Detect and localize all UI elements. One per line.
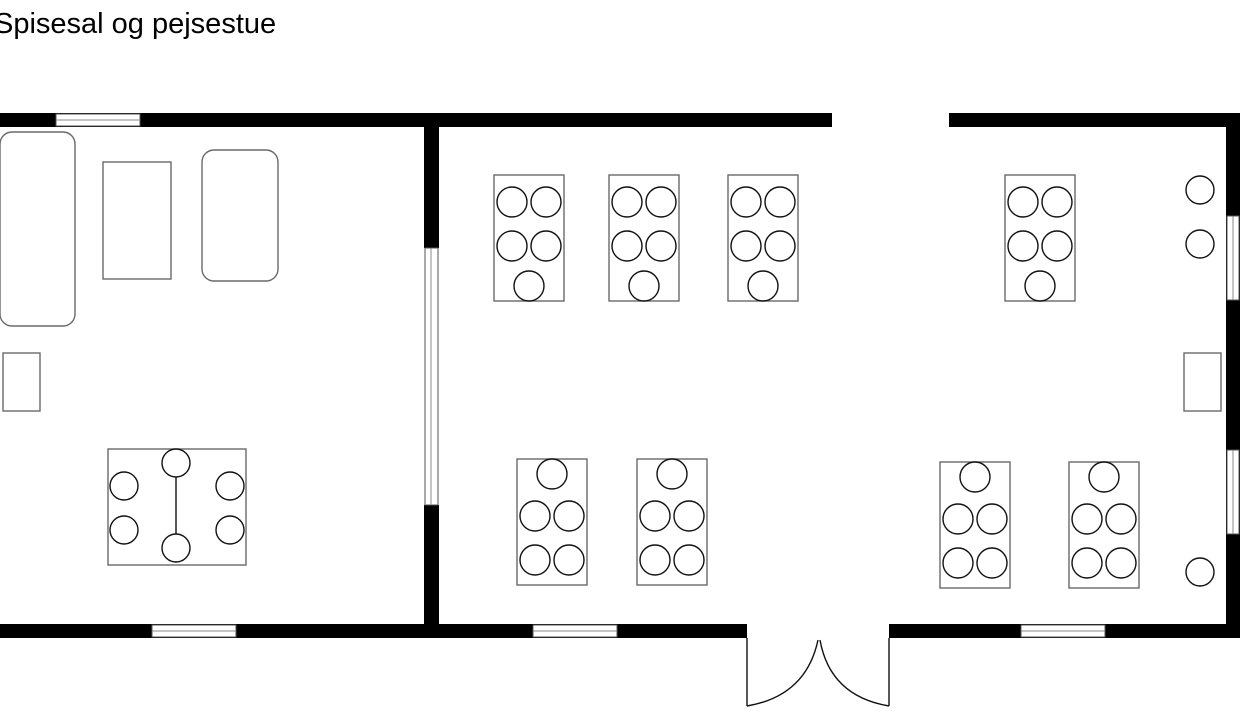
chair: [496, 230, 528, 262]
partition-wall-upper: [424, 113, 439, 248]
windows: [55, 113, 1240, 638]
chair: [764, 230, 796, 262]
window: [1226, 215, 1240, 301]
top-wall-right: [949, 113, 1240, 127]
window: [55, 113, 141, 127]
stools: [1185, 175, 1215, 587]
chair: [976, 547, 1008, 579]
stool: [1185, 557, 1215, 587]
chair: [645, 230, 677, 262]
chair: [1041, 230, 1073, 262]
chair: [496, 186, 528, 218]
chair: [513, 270, 545, 302]
chair: [611, 186, 643, 218]
chair: [1088, 461, 1120, 493]
interior-glass-partition: [424, 247, 439, 506]
chair: [611, 230, 643, 262]
dining-table-group: [516, 458, 588, 586]
chair: [639, 500, 671, 532]
bottom-wall-left: [0, 624, 747, 638]
side-table: [2, 352, 41, 412]
chair: [1007, 186, 1039, 218]
chair: [536, 458, 568, 490]
chair: [942, 503, 974, 535]
dining-table-group: [608, 174, 680, 302]
chair: [764, 186, 796, 218]
stool: [1185, 175, 1215, 205]
sofa: [0, 131, 76, 327]
chair: [1041, 186, 1073, 218]
chair: [656, 458, 688, 490]
partition-wall-lower: [424, 505, 439, 638]
chair: [1071, 547, 1103, 579]
chair: [747, 270, 779, 302]
chair: [1105, 503, 1137, 535]
chair: [673, 500, 705, 532]
chair: [530, 230, 562, 262]
chair: [639, 544, 671, 576]
chair: [519, 544, 551, 576]
chair: [215, 471, 245, 501]
chair: [730, 186, 762, 218]
chair: [628, 270, 660, 302]
entrance-double-door: [746, 638, 890, 707]
cabinet: [1183, 352, 1222, 412]
page-title: Spisesal og pejsestue: [0, 8, 277, 40]
chair: [1007, 230, 1039, 262]
window: [532, 624, 618, 638]
dining-table-group: [727, 174, 799, 302]
dining-tables: [493, 174, 1140, 589]
right-wall: [1226, 113, 1240, 638]
dining-table-group: [636, 458, 708, 586]
chair: [1024, 270, 1056, 302]
chair: [553, 500, 585, 532]
chair: [673, 544, 705, 576]
chair: [976, 503, 1008, 535]
window: [151, 624, 237, 638]
coffee-table: [102, 161, 172, 280]
chair: [942, 547, 974, 579]
chair: [1071, 503, 1103, 535]
dining-table-group: [939, 461, 1011, 589]
chair: [215, 515, 245, 545]
top-wall-left: [0, 113, 832, 127]
chair: [530, 186, 562, 218]
chair: [553, 544, 585, 576]
window: [1020, 624, 1106, 638]
chair: [1105, 547, 1137, 579]
chair: [959, 461, 991, 493]
dining-table-group: [493, 174, 565, 302]
lounge-dining-table: [107, 448, 247, 566]
chair: [645, 186, 677, 218]
chair: [730, 230, 762, 262]
dining-table-group: [1068, 461, 1140, 589]
chair: [109, 515, 139, 545]
lounge-furniture: [0, 131, 1222, 412]
stool: [1185, 229, 1215, 259]
armchair: [201, 149, 279, 282]
chair: [519, 500, 551, 532]
chair: [109, 471, 139, 501]
chair: [161, 533, 191, 563]
dining-table-group: [1004, 174, 1076, 302]
chair: [161, 448, 191, 478]
window: [1226, 449, 1240, 535]
